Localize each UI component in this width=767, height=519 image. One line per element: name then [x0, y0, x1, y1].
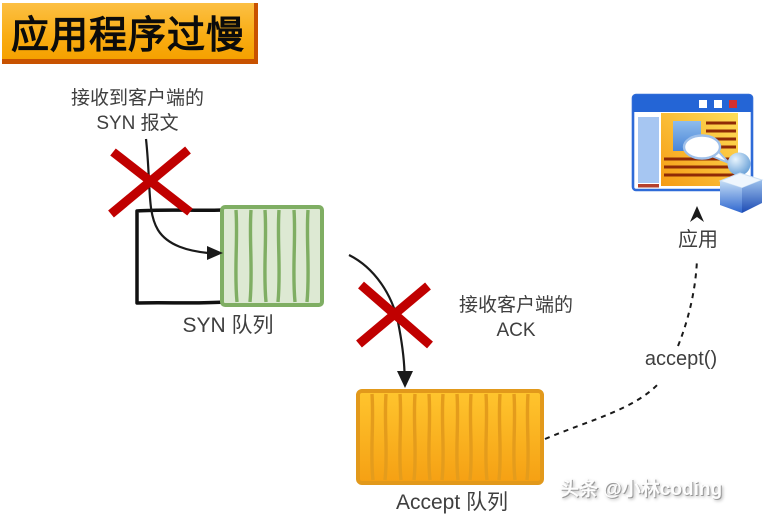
- syn-arrival-arrow: [144, 138, 223, 260]
- label-accept-call: accept(): [644, 348, 718, 370]
- window-titlebar: [633, 95, 752, 112]
- blocked-syn-cross-icon: [108, 146, 193, 218]
- watermark: 头条 @小林coding: [560, 479, 723, 500]
- window-close-button: [729, 100, 737, 108]
- accept-dashed-arrow: [544, 258, 698, 440]
- application-window-icon: [631, 93, 764, 213]
- label-accept-queue: Accept 队列: [395, 491, 509, 514]
- title-banner: 应用程序过慢: [2, 3, 258, 64]
- app-up-arrow-icon: [690, 206, 704, 222]
- speech-bubble-icon: [682, 134, 730, 164]
- blocked-ack-cross-icon: [356, 281, 433, 349]
- window-button: [714, 100, 722, 108]
- label-app: 应用: [678, 229, 718, 251]
- label-syn-queue: SYN 队列: [182, 314, 274, 337]
- label-ack: 接收客户端的 ACK: [458, 295, 573, 342]
- label-syn-packet: 接收到客户端的 SYN 报文: [70, 88, 204, 135]
- accept-queue-region: [356, 389, 544, 485]
- window-sidebar: [638, 117, 659, 183]
- syn-queue-filled-region: [220, 205, 324, 307]
- user-figure-icon: [718, 152, 764, 213]
- window-button: [699, 100, 707, 108]
- page-title: 应用程序过慢: [10, 14, 245, 57]
